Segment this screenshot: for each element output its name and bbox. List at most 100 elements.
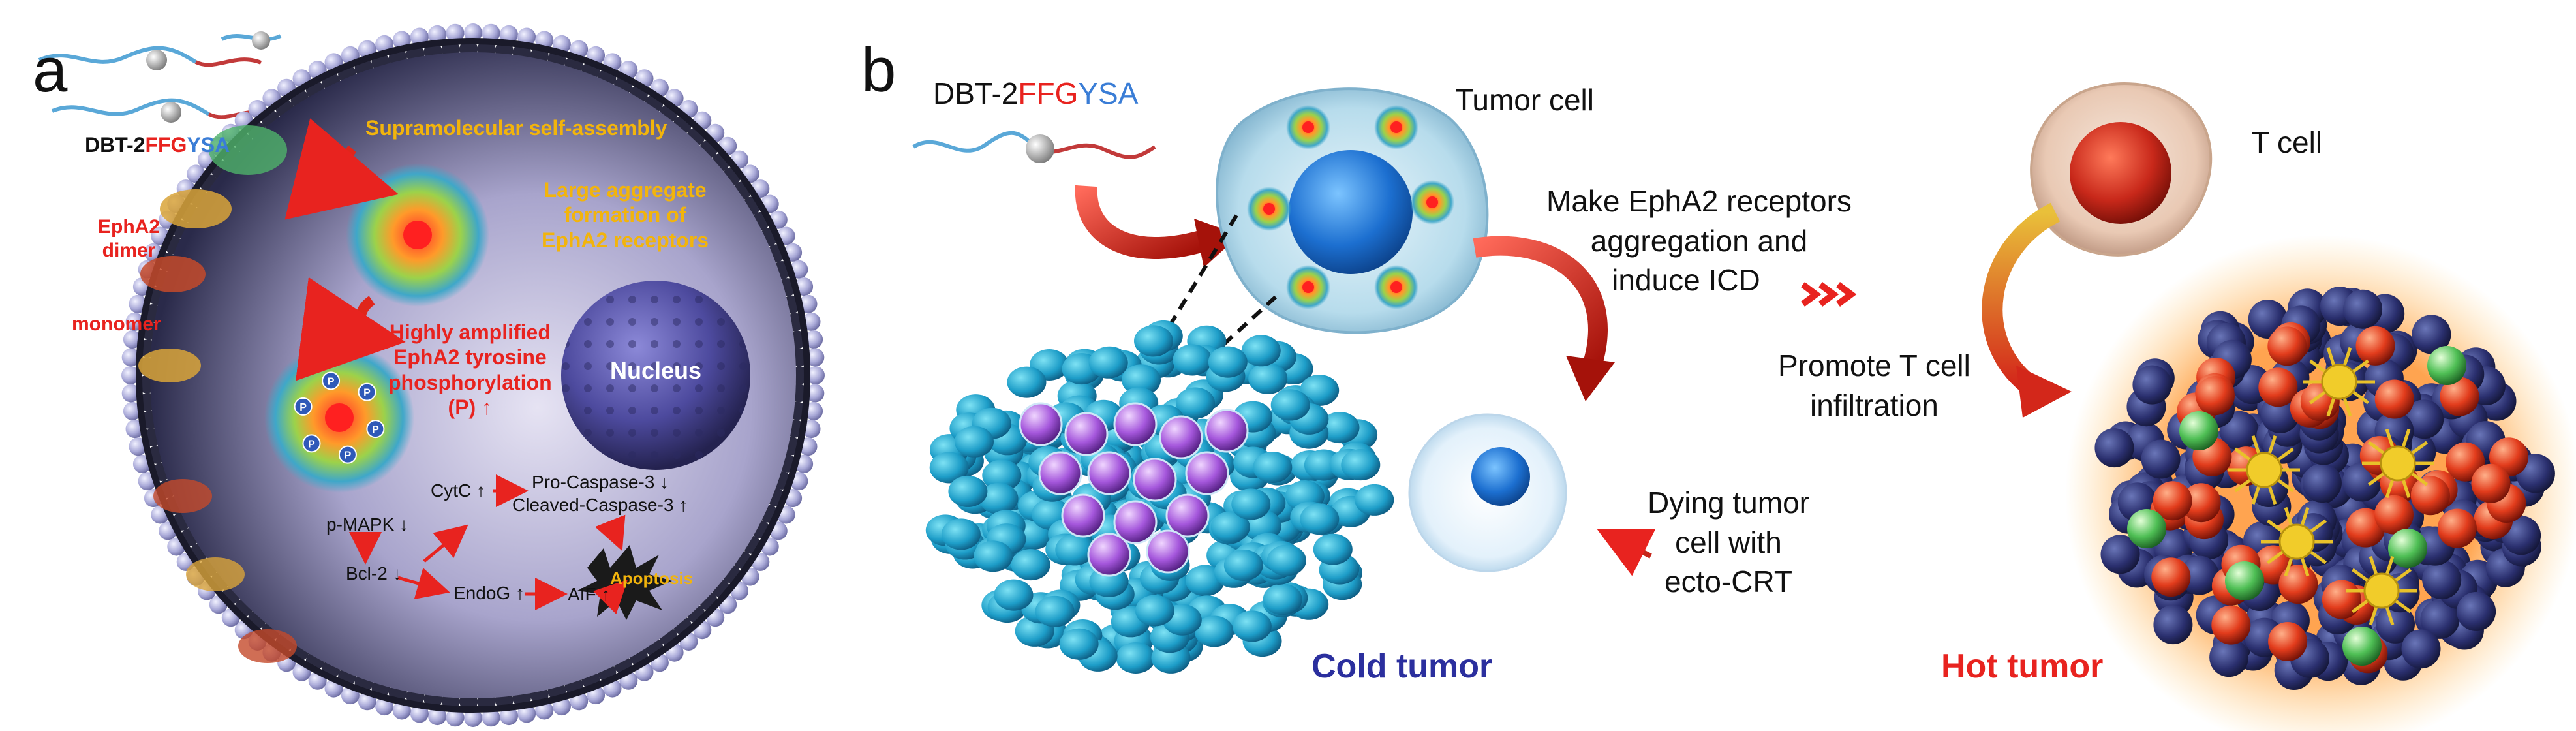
amplified-phosphorylation-label: Highly amplified EphA2 tyrosine phosphor… — [388, 320, 552, 420]
arrow-tcell-to-hot-head — [2016, 366, 2072, 418]
labelled-tumor-cell — [1087, 533, 1131, 577]
dying-cell-red — [2374, 495, 2414, 535]
nucleus-label: Nucleus — [610, 357, 702, 384]
cold-tumor-cell — [1313, 533, 1353, 565]
dying-cell-red — [2355, 326, 2395, 366]
labelled-tumor-cell — [1146, 529, 1190, 574]
cold-tumor-cell — [1011, 549, 1050, 581]
membrane-bead — [805, 401, 823, 420]
cold-tumor-cell — [1270, 389, 1310, 421]
labelled-tumor-cell — [1165, 493, 1210, 538]
phospho-marker: P — [366, 420, 385, 439]
promote-tcell-label: Promote T cell infiltration — [1778, 349, 1970, 422]
cell-aggregate — [1286, 265, 1330, 309]
endog-label: EndoG ↑ — [453, 583, 525, 603]
peptide-label-b: DBT-2FFGYSA — [933, 76, 1139, 110]
cold-tumor-cell — [948, 475, 988, 507]
dying-cell-red — [2322, 580, 2361, 619]
cold-tumor-cell — [1088, 347, 1128, 379]
arrow-cell-to-dying-head — [1566, 356, 1615, 401]
arrow-tcell-to-hot — [1982, 202, 2061, 394]
cold-tumor-cell — [1122, 364, 1161, 396]
cold-tumor-cell — [1300, 503, 1340, 535]
membrane-core — [136, 38, 810, 713]
labelled-tumor-cell — [1185, 451, 1229, 495]
membrane-bead — [464, 23, 482, 42]
phospho-marker: P — [302, 434, 321, 453]
labelled-tumor-cell — [1204, 409, 1249, 453]
dying-tumor-cell — [1408, 413, 1567, 572]
phospho-marker: P — [294, 397, 313, 416]
bcl2-label: Bcl-2 ↓ — [346, 563, 402, 583]
hot-tumor-cell — [2376, 604, 2415, 644]
cell-aggregate — [1410, 180, 1454, 225]
infiltrating-t-cell — [2261, 506, 2333, 577]
cold-tumor-cell — [1007, 366, 1047, 398]
dying-cell-red — [2151, 557, 2191, 597]
labelled-tumor-cell — [1064, 412, 1109, 456]
curved-arrow-1 — [284, 118, 399, 220]
dying-cell-red — [2471, 463, 2511, 503]
membrane-bead — [121, 348, 140, 367]
tumor-cell — [1216, 87, 1489, 334]
panel-b — [912, 82, 2576, 731]
labelled-tumor-cell — [1019, 402, 1063, 446]
cold-tumor-cell — [1263, 583, 1302, 615]
cold-tumor-cell — [974, 540, 1013, 572]
cleaved-caspase-label: Cleaved-Caspase-3 ↑ — [512, 495, 688, 515]
large-aggregate-label: Large aggregate formation of EphA2 recep… — [542, 178, 709, 252]
dying-cell-red — [2211, 605, 2251, 645]
svg-text:P: P — [299, 402, 307, 413]
cold-tumor-cell — [1320, 412, 1360, 444]
hot-tumor-cell — [2153, 605, 2193, 645]
panel-label-b: b — [861, 35, 897, 105]
cold-tumor-cell — [1173, 344, 1212, 376]
svg-text:P: P — [308, 439, 315, 450]
peptide-strand-b — [912, 131, 1156, 163]
panel-label-a: a — [33, 35, 68, 105]
hot-tumor-cell — [2141, 439, 2181, 479]
membrane-bead — [806, 348, 825, 367]
cell-aggregate — [1247, 187, 1291, 231]
membrane-bead — [805, 330, 823, 349]
membrane-bead — [428, 707, 447, 726]
pmapk-label: p-MAPK ↓ — [326, 514, 409, 535]
dying-cell-red — [2437, 508, 2477, 548]
labelled-tumor-cell — [1087, 451, 1131, 495]
ecto-crt-cell — [2127, 509, 2166, 548]
t-cell — [2030, 82, 2213, 257]
cold-tumor-cell — [1116, 642, 1156, 674]
svg-text:P: P — [328, 376, 335, 387]
dying-cell-red — [2440, 377, 2479, 416]
hot-tumor-cell — [2179, 555, 2219, 595]
membrane-bead — [482, 23, 500, 42]
dying-cell-red — [2267, 326, 2307, 366]
ecto-crt-cell — [2179, 411, 2218, 450]
peptide-strands-a — [38, 31, 282, 123]
cytc-label: CytC ↑ — [431, 480, 485, 501]
phospho-marker: P — [338, 445, 357, 464]
hot-tumor-cell — [2404, 399, 2444, 439]
membrane-bead — [499, 25, 518, 44]
cold-tumor-cell — [1059, 628, 1099, 660]
ecto-crt-cell — [2427, 346, 2466, 385]
hot-tumor-cell — [2209, 638, 2249, 677]
labelled-tumor-cell — [1061, 493, 1105, 538]
cold-tumor-cell — [929, 452, 969, 484]
cold-tumor-cell — [1035, 595, 1075, 627]
cold-tumor-cell — [979, 482, 1019, 514]
hot-tumor-cell — [2132, 365, 2172, 405]
dying-cell-red — [2196, 376, 2235, 416]
hot-tumor-label: Hot tumor — [1941, 647, 2104, 685]
labelled-tumor-cell — [1113, 500, 1158, 544]
cold-tumor-cell — [1223, 550, 1263, 581]
hot-tumor-cell — [2401, 629, 2441, 669]
cold-tumor-cell — [1194, 615, 1234, 647]
labelled-tumor-cell — [1133, 458, 1177, 502]
dying-cell-red — [2181, 483, 2221, 523]
hot-tumor-cell — [2422, 560, 2462, 600]
hot-tumor-cell — [2100, 535, 2140, 574]
membrane-bead — [464, 709, 482, 727]
monomer-label: monomer — [72, 313, 161, 335]
